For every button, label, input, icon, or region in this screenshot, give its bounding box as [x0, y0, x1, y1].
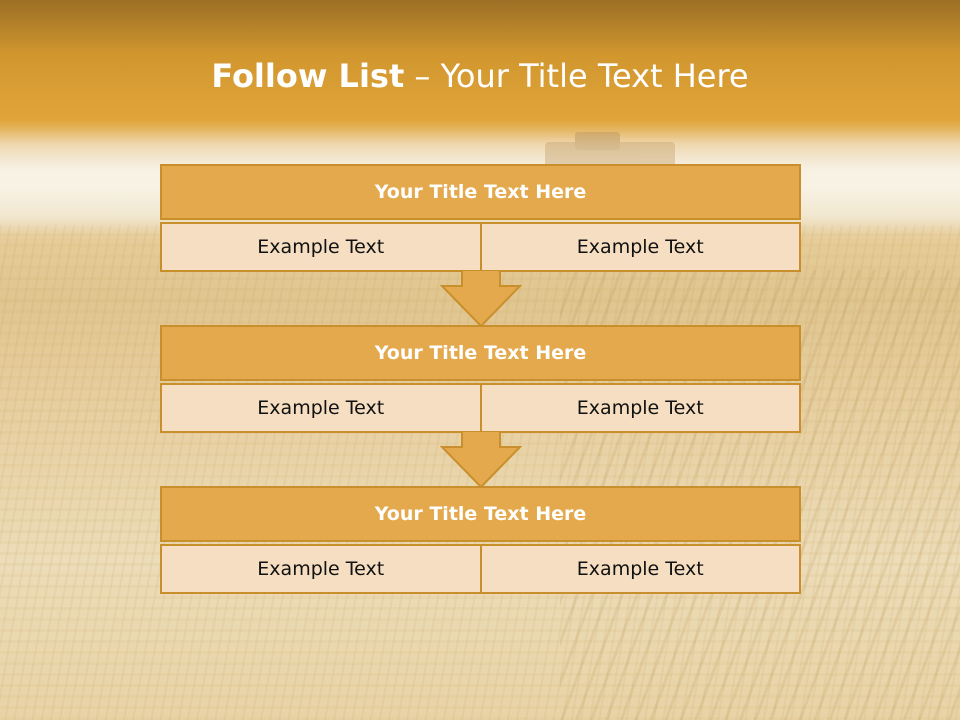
block-cell-left: Example Text — [160, 383, 482, 433]
block-cell-left: Example Text — [160, 222, 482, 272]
block-cells: Example Text Example Text — [160, 222, 801, 272]
list-block-3: Your Title Text Here Example Text Exampl… — [160, 486, 801, 594]
block-cells: Example Text Example Text — [160, 544, 801, 594]
list-block-2: Your Title Text Here Example Text Exampl… — [160, 325, 801, 433]
slide-title-bold: Follow List — [211, 57, 405, 95]
list-block-1: Your Title Text Here Example Text Exampl… — [160, 164, 801, 272]
block-cell-left: Example Text — [160, 544, 482, 594]
block-cell-right: Example Text — [481, 544, 801, 594]
slide-title: Follow List – Your Title Text Here — [0, 52, 960, 102]
slide-title-rest: – Your Title Text Here — [404, 57, 749, 95]
down-arrow-icon — [440, 270, 522, 328]
block-cells: Example Text Example Text — [160, 383, 801, 433]
block-heading: Your Title Text Here — [160, 486, 801, 542]
down-arrow-icon — [440, 431, 522, 489]
block-heading: Your Title Text Here — [160, 164, 801, 220]
block-heading: Your Title Text Here — [160, 325, 801, 381]
block-cell-right: Example Text — [481, 222, 801, 272]
block-cell-right: Example Text — [481, 383, 801, 433]
